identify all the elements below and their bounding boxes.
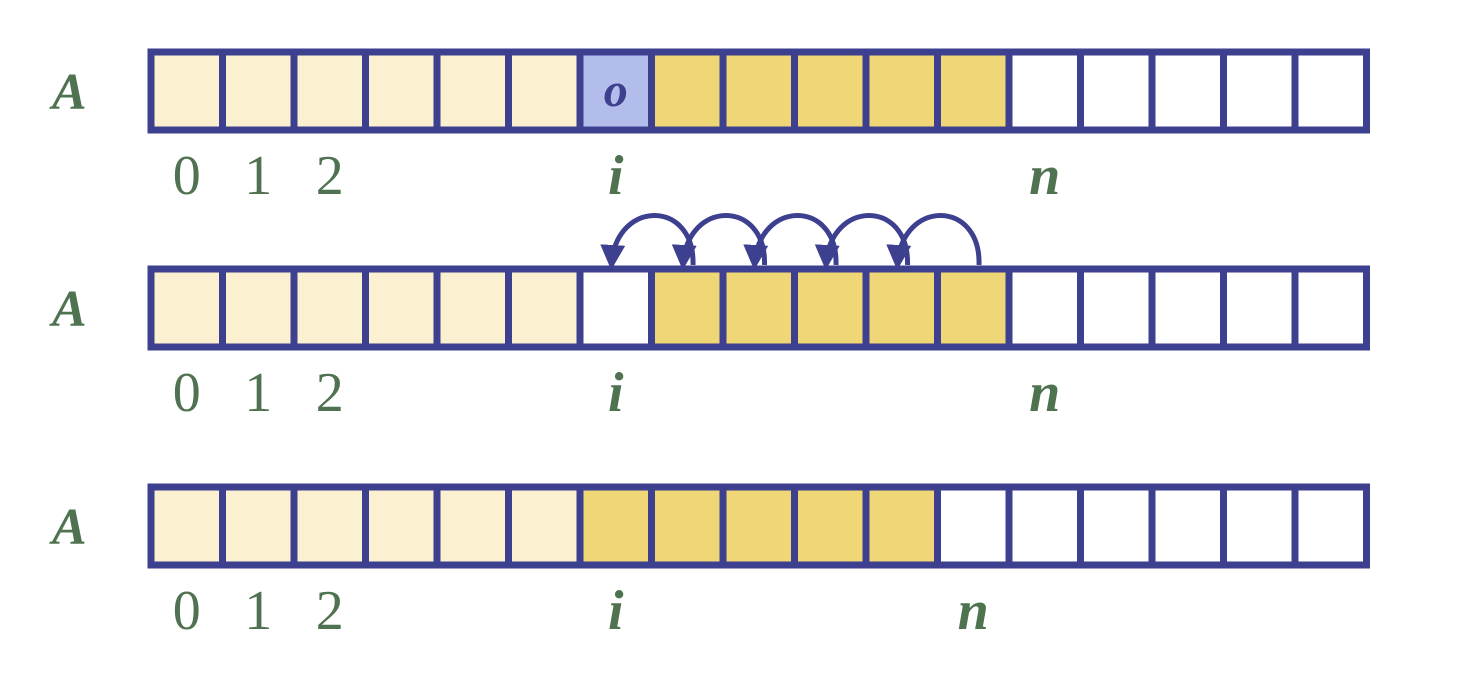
- shift-arrow: [743, 213, 839, 270]
- array-cell-empty: [1291, 48, 1370, 134]
- shift-arrow: [886, 213, 982, 270]
- index-label-0: 0: [173, 145, 201, 207]
- index-label-0: 0: [173, 362, 201, 424]
- array-cell-light: [362, 483, 441, 569]
- array-cell-empty: [1148, 48, 1227, 134]
- array-cell-removed: [576, 48, 655, 134]
- array-label: A: [49, 499, 87, 556]
- array-cell-dark: [719, 265, 798, 351]
- shift-arrow: [671, 213, 768, 270]
- array-cell-light: [219, 483, 298, 569]
- array-cell-empty: [1220, 265, 1299, 351]
- array-cell-empty: [1148, 483, 1227, 569]
- array-cell-light: [219, 48, 298, 134]
- index-label-1: 1: [244, 145, 272, 207]
- array-cell-light: [505, 483, 584, 569]
- index-i-label: i: [608, 145, 624, 207]
- array-cell-light: [433, 483, 512, 569]
- array-cell-dark: [648, 48, 727, 134]
- index-n-label: n: [1029, 362, 1060, 424]
- array-cell-empty: [1291, 483, 1370, 569]
- array-cell-light: [290, 483, 369, 569]
- array-cell-light: [433, 48, 512, 134]
- array-cell-empty: [1291, 265, 1370, 351]
- index-n-label: n: [1029, 145, 1060, 207]
- array-cell-light: [219, 265, 298, 351]
- array-label: A: [49, 64, 87, 121]
- array-cell-dark: [862, 483, 941, 569]
- array-cell-light: [290, 265, 369, 351]
- array-cell-light: [290, 48, 369, 134]
- array-cell-light: [147, 48, 226, 134]
- index-n-label: n: [958, 580, 989, 642]
- index-i-label: i: [608, 362, 624, 424]
- array-cell-light: [433, 265, 512, 351]
- array-cell-dark: [862, 265, 941, 351]
- removed-element-label: o: [604, 64, 628, 117]
- array-cell-light: [362, 48, 441, 134]
- index-label-2: 2: [316, 362, 344, 424]
- array-cell-light: [147, 265, 226, 351]
- index-label-1: 1: [244, 362, 272, 424]
- index-label-0: 0: [173, 580, 201, 642]
- array-cell-dark: [648, 265, 727, 351]
- array-label: A: [49, 281, 87, 338]
- array-cell-light: [147, 483, 226, 569]
- array-cell-dark: [791, 483, 870, 569]
- index-i-label: i: [608, 580, 624, 642]
- array-cell-empty: [1005, 265, 1084, 351]
- array-cell-empty: [934, 483, 1013, 569]
- array-cell-dark: [576, 483, 655, 569]
- array-cell-empty: [1148, 265, 1227, 351]
- shift-arrow: [814, 213, 911, 270]
- array-cell-dark: [719, 483, 798, 569]
- shift-arrow: [600, 213, 696, 270]
- array-cell-dark: [934, 48, 1013, 134]
- array-cell-dark: [648, 483, 727, 569]
- array-cell-empty: [1077, 48, 1156, 134]
- array-cell-empty: [1005, 48, 1084, 134]
- array-cell-light: [362, 265, 441, 351]
- array-cell-empty: [1077, 265, 1156, 351]
- index-label-2: 2: [316, 145, 344, 207]
- array-cell-empty: [576, 265, 655, 351]
- array-cell-dark: [791, 48, 870, 134]
- array-cell-dark: [791, 265, 870, 351]
- array-cell-dark: [934, 265, 1013, 351]
- array-cell-dark: [719, 48, 798, 134]
- index-label-2: 2: [316, 580, 344, 642]
- array-cell-empty: [1005, 483, 1084, 569]
- array-cell-light: [505, 48, 584, 134]
- array-cell-light: [505, 265, 584, 351]
- array-cell-empty: [1220, 48, 1299, 134]
- index-label-1: 1: [244, 580, 272, 642]
- array-cell-dark: [862, 48, 941, 134]
- array-cell-empty: [1077, 483, 1156, 569]
- array-cell-empty: [1220, 483, 1299, 569]
